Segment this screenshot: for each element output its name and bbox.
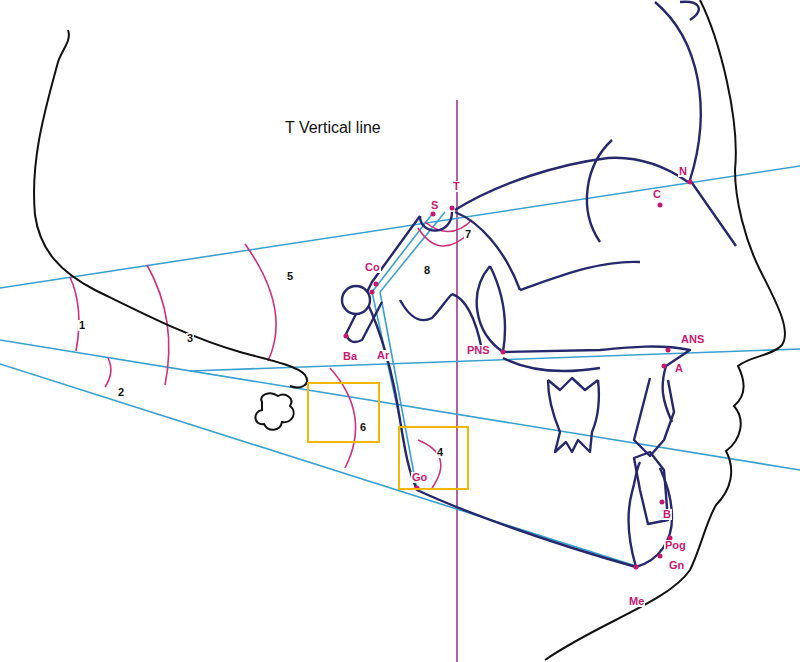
landmark-label: N xyxy=(678,166,688,177)
landmark-label: Gn xyxy=(668,560,685,571)
landmark-label: PNS xyxy=(466,345,491,356)
landmark-label: Pog xyxy=(664,540,687,551)
landmark-label: Ba xyxy=(342,351,358,362)
landmark-label: B xyxy=(662,509,672,520)
landmark-label: ANS xyxy=(680,334,705,345)
landmark-label: Me xyxy=(628,596,645,607)
landmark-label: Ar xyxy=(376,350,390,361)
landmark-label: C xyxy=(652,189,662,200)
highlight-box: 4 xyxy=(398,426,469,490)
callout-number: 5 xyxy=(286,271,294,282)
callout-number: 1 xyxy=(78,320,86,331)
line-caption: T Vertical line xyxy=(284,120,382,136)
landmark-label: T xyxy=(452,181,461,192)
callout-number: 2 xyxy=(117,387,125,398)
landmark-label: A xyxy=(674,363,684,374)
landmark-label: Go xyxy=(411,472,428,483)
callout-number: 8 xyxy=(423,265,431,276)
callout-number: 6 xyxy=(359,422,367,433)
landmark-label: S xyxy=(430,200,439,211)
landmark-label: Co xyxy=(364,262,381,273)
highlight-box: 6 xyxy=(307,382,380,443)
callout-number: 7 xyxy=(464,229,472,240)
callout-number: 4 xyxy=(436,447,444,458)
callout-number: 3 xyxy=(186,333,194,344)
